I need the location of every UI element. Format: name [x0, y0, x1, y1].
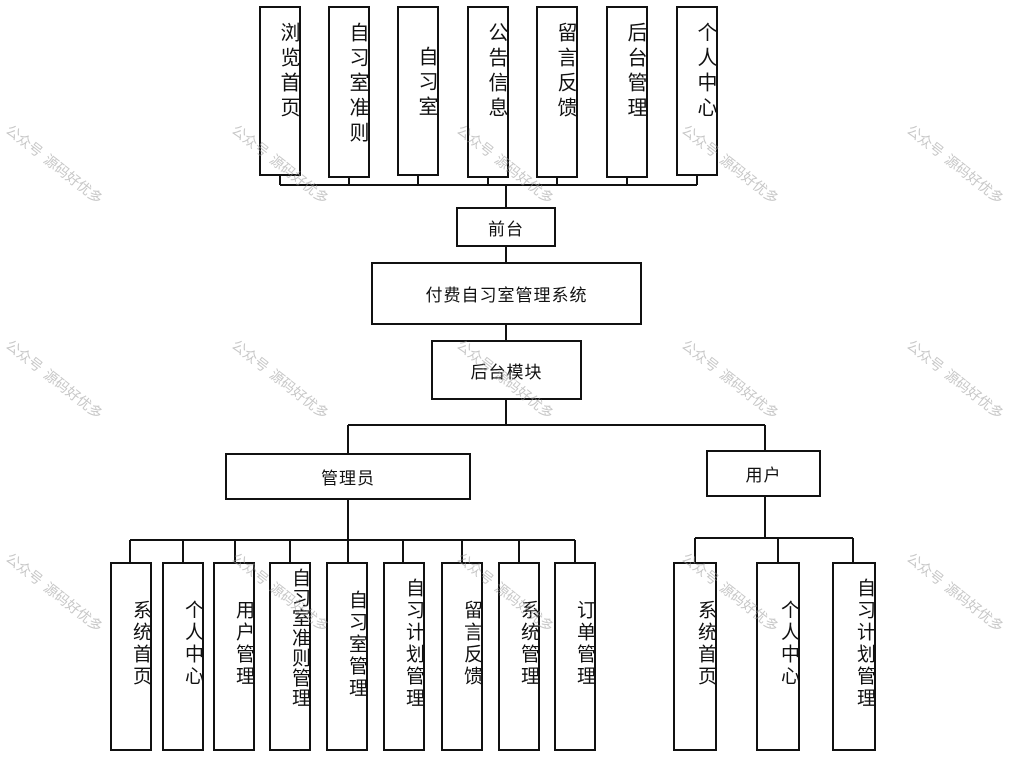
admin-item-label: 自习计划管理 [403, 578, 425, 710]
admin-item-system-management: 系统管理 [498, 562, 540, 751]
admin-node-label: 管理员 [321, 469, 375, 489]
admin-item-personal-center: 个人中心 [162, 562, 204, 751]
backend-module-label: 后台模块 [470, 362, 543, 383]
admin-item-label: 个人中心 [182, 600, 204, 688]
user-item-system-home: 系统首页 [673, 562, 717, 751]
user-item-personal-center: 个人中心 [756, 562, 800, 751]
front-item-label: 后台管理 [624, 22, 648, 122]
user-node-label: 用户 [745, 466, 782, 486]
front-item-message-feedback: 留言反馈 [536, 6, 578, 178]
front-item-announcement: 公告信息 [467, 6, 509, 178]
admin-item-label: 系统首页 [130, 600, 152, 688]
user-item-label: 系统首页 [695, 600, 717, 688]
admin-item-study-room-rules-management: 自习室准则管理 [269, 562, 311, 751]
admin-item-label: 用户管理 [233, 600, 255, 688]
front-item-study-room-rules: 自习室准则 [328, 6, 370, 178]
user-item-study-plan-management: 自习计划管理 [832, 562, 876, 751]
front-item-label: 留言反馈 [554, 22, 578, 122]
front-item-label: 自习室 [415, 46, 439, 121]
admin-item-label: 自习室管理 [346, 590, 368, 700]
front-item-backend-management: 后台管理 [606, 6, 648, 178]
admin-item-system-home: 系统首页 [110, 562, 152, 751]
front-item-label: 公告信息 [485, 22, 509, 122]
front-item-personal-center: 个人中心 [676, 6, 718, 176]
front-node: 前台 [456, 207, 556, 247]
system-node: 付费自习室管理系统 [371, 262, 642, 325]
admin-item-study-room-management: 自习室管理 [326, 562, 368, 751]
admin-item-user-management: 用户管理 [213, 562, 255, 751]
front-item-label: 浏览首页 [277, 22, 301, 122]
front-node-label: 前台 [488, 219, 524, 240]
front-item-study-room: 自习室 [397, 6, 439, 176]
admin-item-order-management: 订单管理 [554, 562, 596, 751]
user-item-label: 个人中心 [778, 600, 800, 688]
admin-item-label: 自习室准则管理 [289, 568, 311, 708]
front-item-browse-home: 浏览首页 [259, 6, 301, 176]
admin-item-study-plan-management: 自习计划管理 [383, 562, 425, 751]
backend-module-node: 后台模块 [431, 340, 582, 400]
front-item-label: 自习室准则 [346, 22, 370, 147]
system-node-label: 付费自习室管理系统 [425, 286, 588, 306]
admin-item-label: 系统管理 [518, 600, 540, 688]
admin-node: 管理员 [225, 453, 471, 500]
front-item-label: 个人中心 [694, 22, 718, 122]
admin-item-message-feedback: 留言反馈 [441, 562, 483, 751]
user-node: 用户 [706, 450, 821, 497]
admin-item-label: 留言反馈 [461, 600, 483, 688]
admin-item-label: 订单管理 [574, 600, 596, 688]
user-item-label: 自习计划管理 [854, 578, 876, 710]
